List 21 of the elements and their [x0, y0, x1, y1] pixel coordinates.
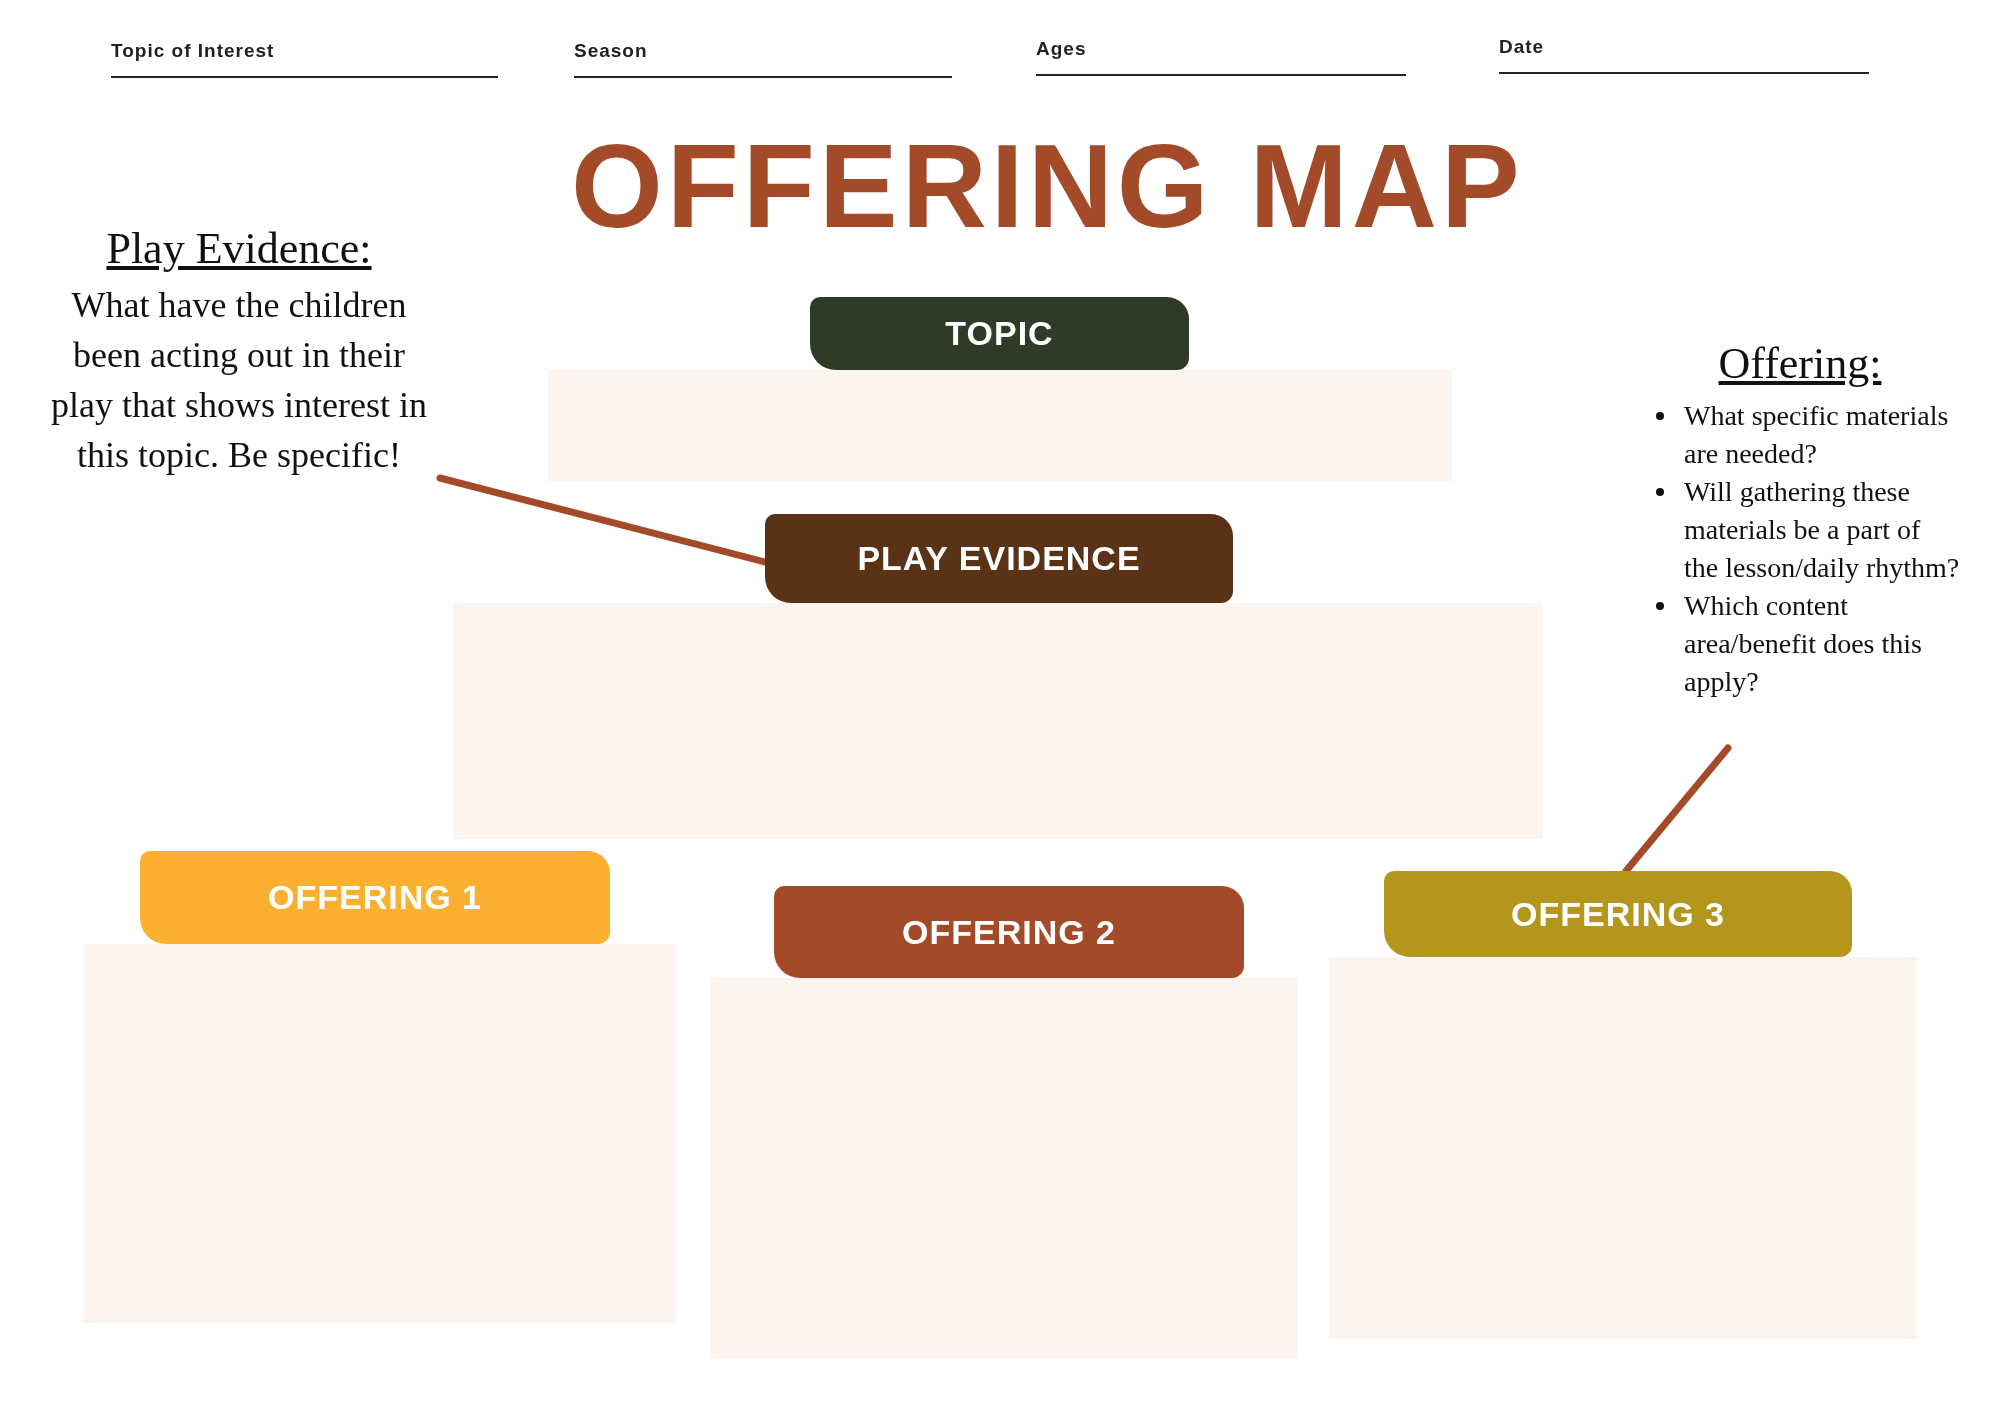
note-heading: Play Evidence: [105, 223, 373, 274]
banner-heading: PLAY EVIDENCE [765, 514, 1233, 603]
banner-heading: OFFERING 2 [774, 886, 1244, 978]
note-heading: Offering: [1717, 338, 1883, 389]
fill-in-line: Topic of Interest [111, 40, 498, 78]
writing-area [1329, 957, 1917, 1339]
title-heading: OFFERING MAP [571, 119, 1524, 254]
fill-in-line: Date [1499, 36, 1869, 74]
banner-heading: TOPIC [810, 297, 1189, 370]
bullet-text: What specific materials are needed? [1684, 400, 1949, 469]
banner-heading: OFFERING 3 [1384, 871, 1852, 957]
writing-area [548, 370, 1452, 481]
note-text: What have the children been acting out in their play that shows interest in this topic. Be specific! [50, 284, 428, 477]
writing-area [710, 978, 1298, 1358]
fill-in-line: Season [574, 40, 952, 78]
bullet-text: Will gathering these materials be a part of the lesson/daily rhythm? [1684, 476, 1960, 583]
writing-area [453, 603, 1543, 839]
writing-area [83, 944, 676, 1323]
banner-heading: OFFERING 1 [140, 851, 610, 944]
fill-in-line: Ages [1036, 38, 1406, 76]
bullet-text: Which content area/benefit does this apply? [1684, 590, 1922, 697]
